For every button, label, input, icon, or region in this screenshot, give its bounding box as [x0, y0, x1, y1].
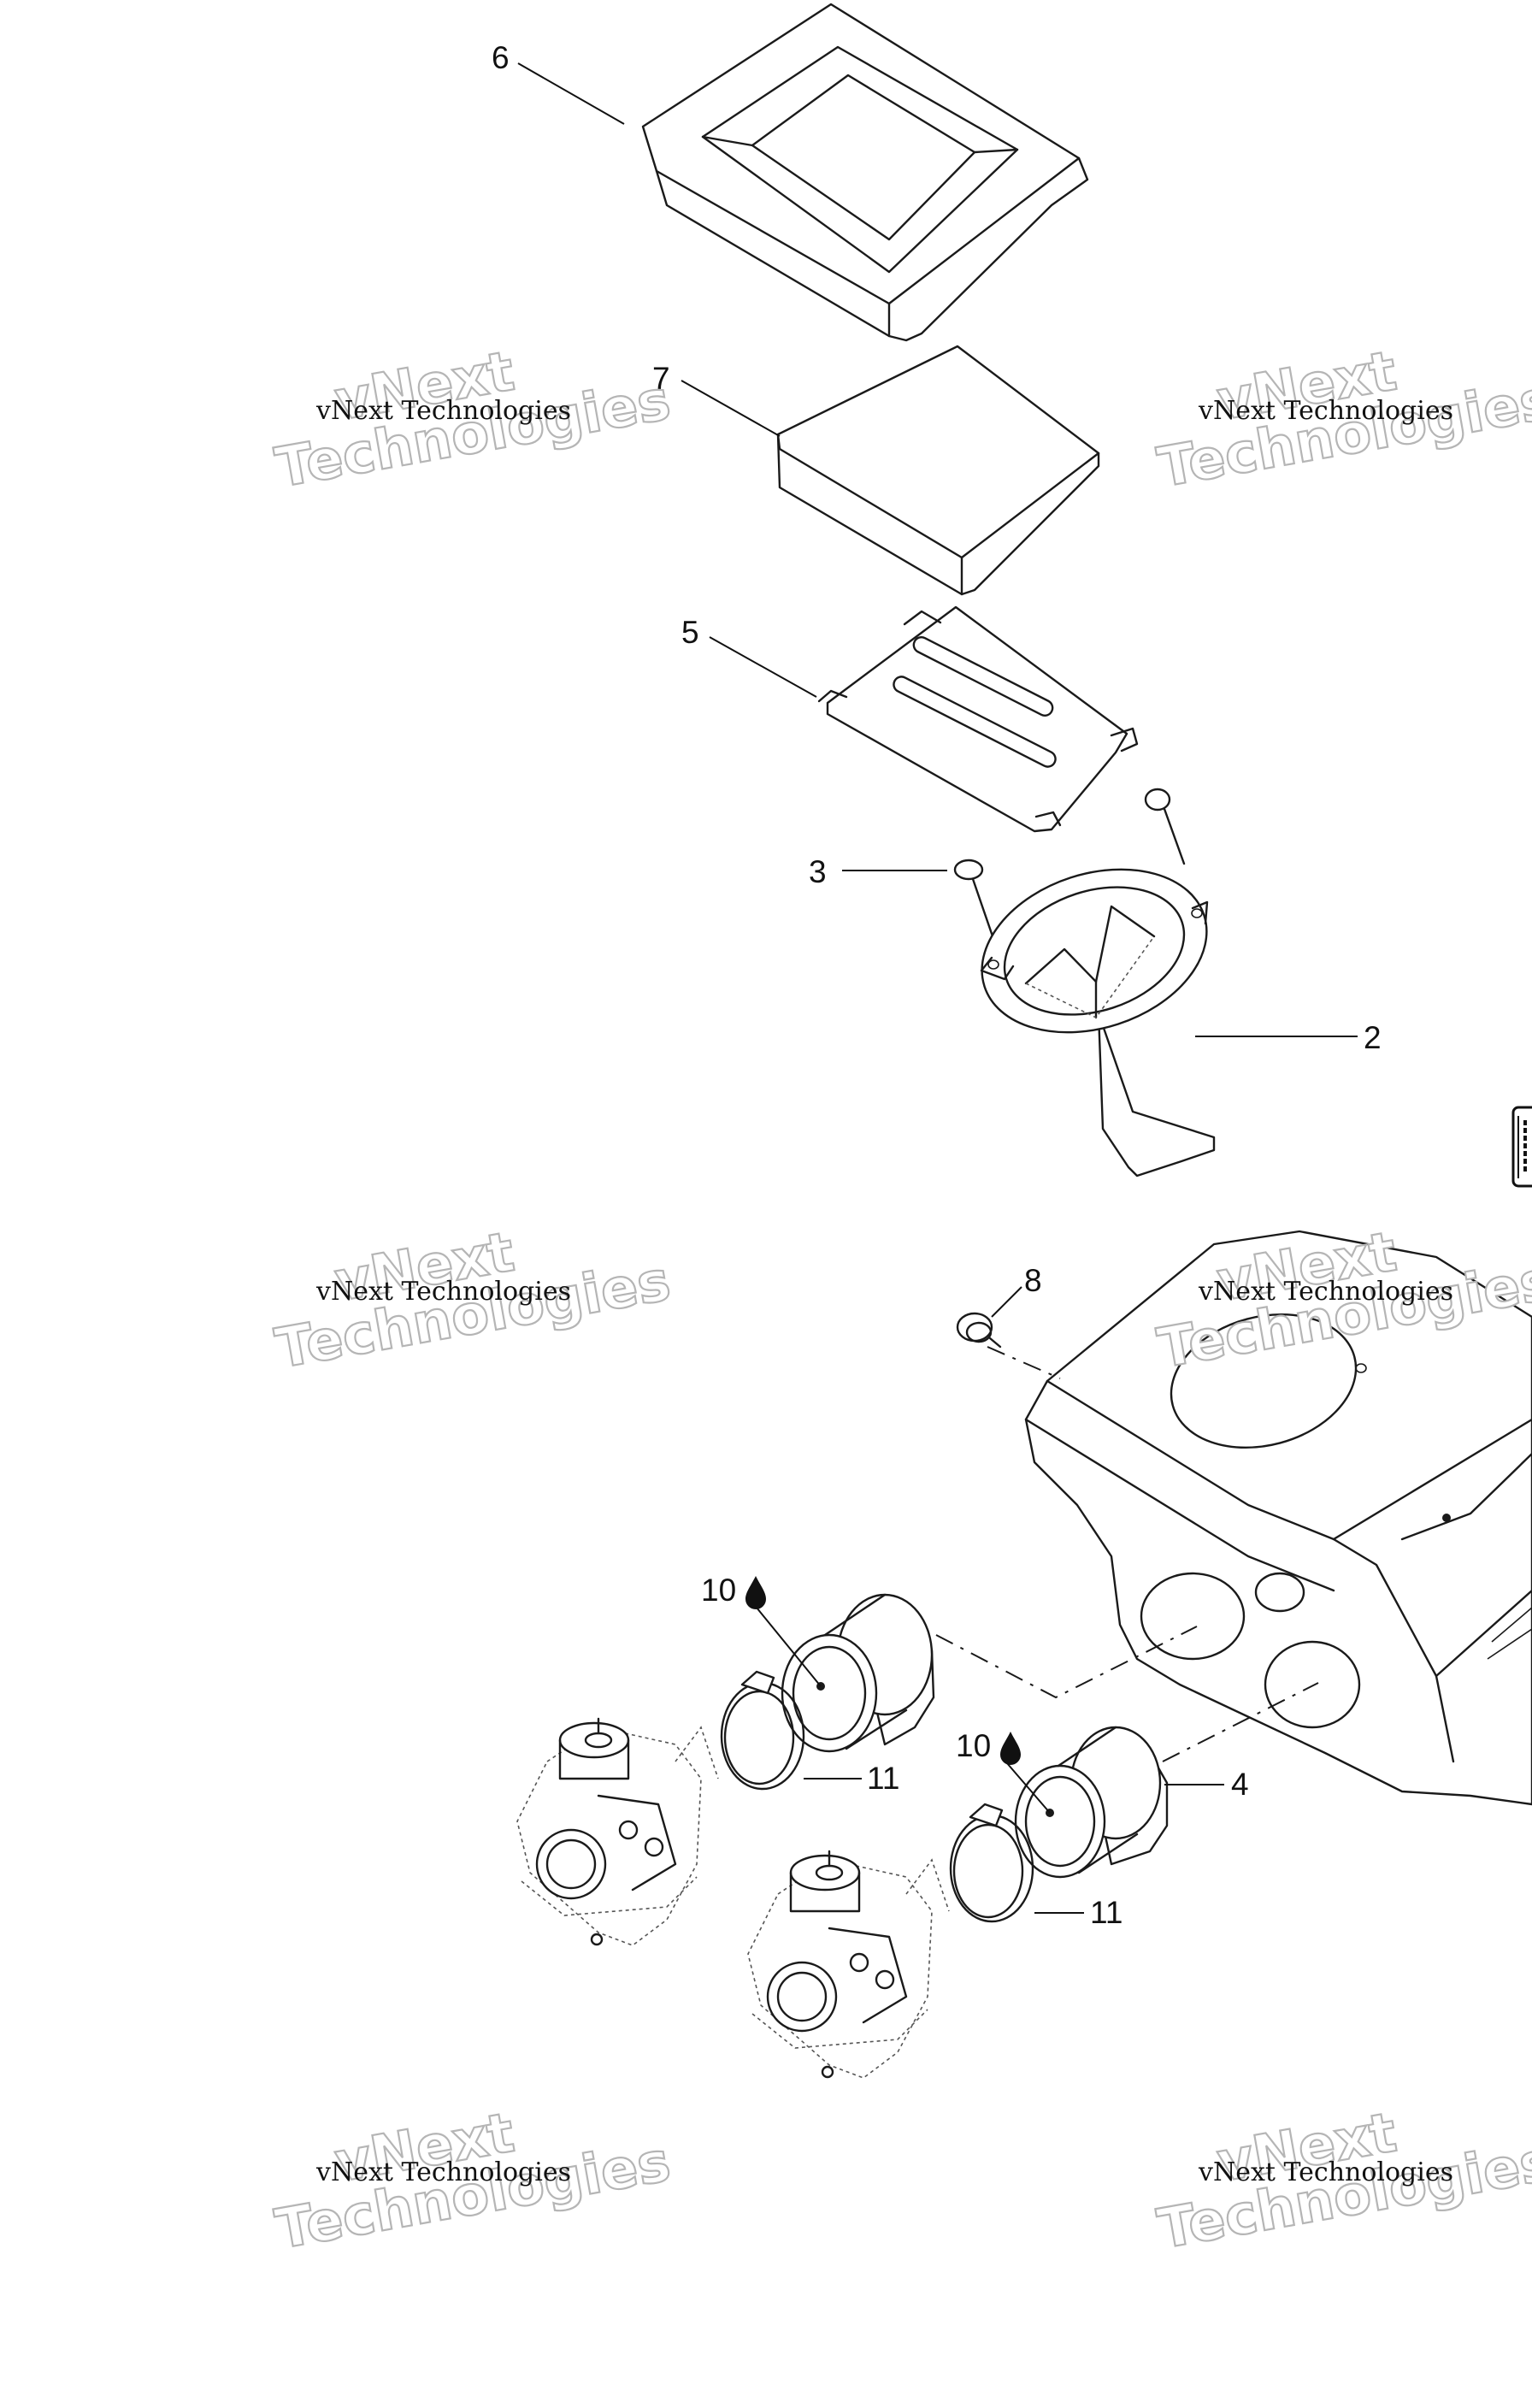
watermark-mid-left: vNext Technologies vNext Technologies — [270, 1220, 676, 1383]
watermark-top-right: vNext Technologies vNext Technologies — [1152, 339, 1532, 501]
callout-4: 4 — [1231, 1767, 1249, 1802]
part-11-clamp-upper — [720, 1670, 805, 1791]
callout-11-upper: 11 — [867, 1761, 899, 1796]
watermark-text: vNext Technologies — [315, 2157, 571, 2187]
watermark-text: vNext Technologies — [1198, 396, 1453, 426]
callout-8: 8 — [1024, 1263, 1042, 1298]
callout-7: 7 — [652, 361, 670, 396]
watermark-top-left: vNext Technologies vNext Technologies — [270, 339, 676, 502]
watermark-bottom-left: vNext Technologies vNext Technologies — [270, 2101, 676, 2263]
oil-drop-icon — [745, 1576, 766, 1609]
part-10-adaptor-lower — [1014, 1726, 1169, 1879]
watermark-bottom-right: vNext Technologies vNext Technologies — [1152, 2100, 1532, 2263]
carburetor-lower — [747, 1850, 950, 2079]
callout-2: 2 — [1364, 1020, 1382, 1055]
part-7-filter — [776, 345, 1100, 596]
callout-10-upper: 10 — [701, 1573, 736, 1608]
callout-10-lower: 10 — [956, 1728, 991, 1763]
watermark-text: vNext Technologies — [1198, 1277, 1453, 1307]
callout-5: 5 — [681, 615, 699, 650]
leader-lines — [517, 62, 1358, 1914]
part-11-clamp-lower — [949, 1803, 1034, 1923]
airbox — [1024, 1230, 1532, 1806]
dashed-centerlines — [935, 1346, 1319, 1762]
oil-drop-icon — [1000, 1732, 1021, 1765]
part-10-adaptor-upper — [781, 1593, 935, 1753]
watermark-text: vNext Technologies — [1198, 2157, 1453, 2187]
callout-11-lower: 11 — [1090, 1895, 1122, 1930]
callouts: 6 7 5 3 2 8 10 10 11 11 4 — [492, 40, 1382, 1930]
part-8-grommet — [956, 1312, 1002, 1349]
part-6-frame — [641, 3, 1089, 342]
callout-3: 3 — [809, 854, 827, 889]
part-2-funnel — [980, 868, 1216, 1177]
part-5-plate — [817, 605, 1139, 833]
carburetor-upper — [516, 1717, 719, 1946]
watermark-text: vNext Technologies — [315, 1277, 571, 1307]
callout-6: 6 — [492, 40, 510, 75]
page-tab-icon — [1511, 1106, 1532, 1188]
watermark-text: vNext Technologies — [315, 396, 571, 426]
